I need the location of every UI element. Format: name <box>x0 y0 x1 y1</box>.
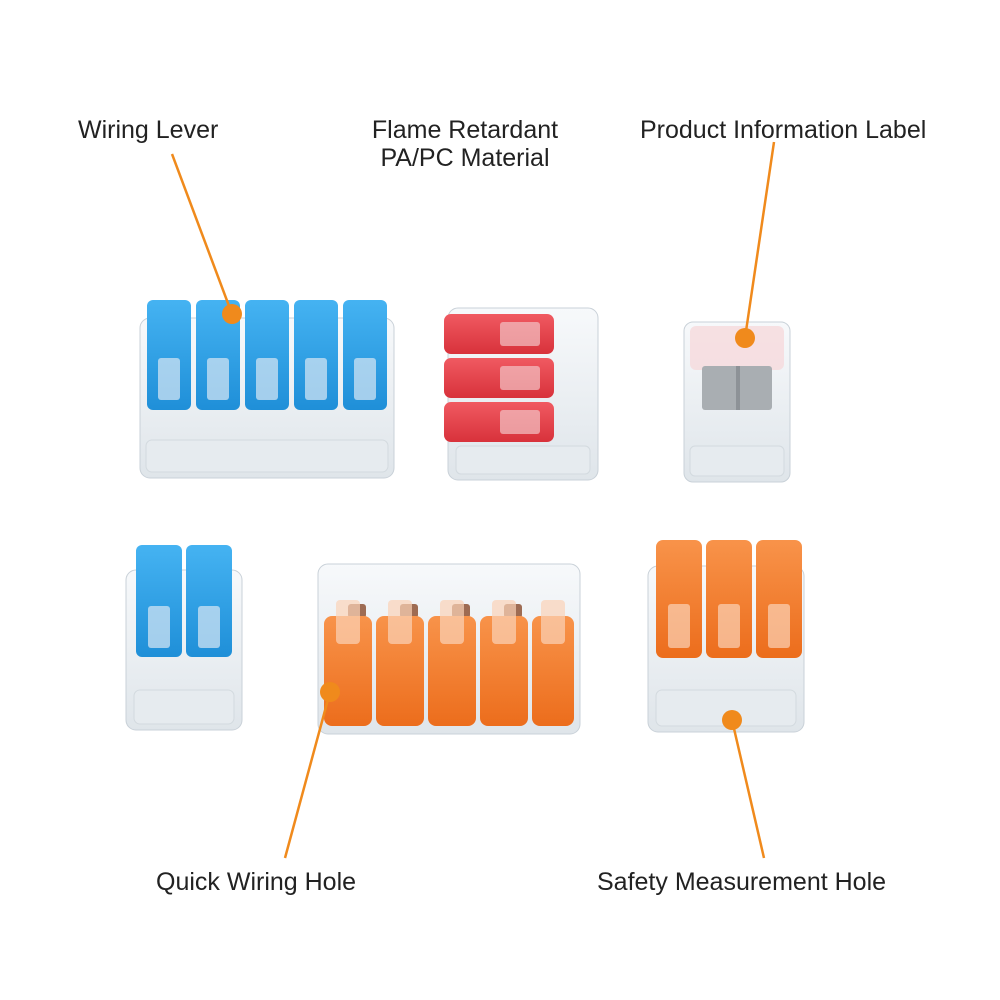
callout-dot-product-label <box>735 328 755 348</box>
callout-dot-wiring-lever <box>222 304 242 324</box>
label-product-information: Product Information Label <box>640 116 927 144</box>
red-3-way-connector <box>444 307 599 481</box>
callout-line-safety-hole <box>730 719 766 859</box>
callout-line-product-label <box>743 141 776 339</box>
blue-2-way-connector <box>125 545 243 731</box>
callout-dot-quick-hole <box>320 682 340 702</box>
blue-5-way-connector <box>139 300 395 479</box>
label-flame-line1: Flame Retardant <box>371 116 559 144</box>
callout-dot-safety-hole <box>722 710 742 730</box>
callout-line-quick-hole <box>283 691 332 859</box>
label-flame-line2: PA/PC Material <box>380 144 550 172</box>
orange-5-way-connector <box>317 563 581 735</box>
clear-2-way-connector <box>683 321 791 483</box>
label-safety-measurement-hole: Safety Measurement Hole <box>597 868 887 896</box>
label-flame-retardant: Flame Retardant PA/PC Material <box>340 116 590 172</box>
label-quick-wiring-hole: Quick Wiring Hole <box>156 868 357 896</box>
callout-line-wiring-lever <box>170 153 234 315</box>
orange-3-way-connector <box>647 540 805 733</box>
label-wiring-lever: Wiring Lever <box>78 116 219 144</box>
